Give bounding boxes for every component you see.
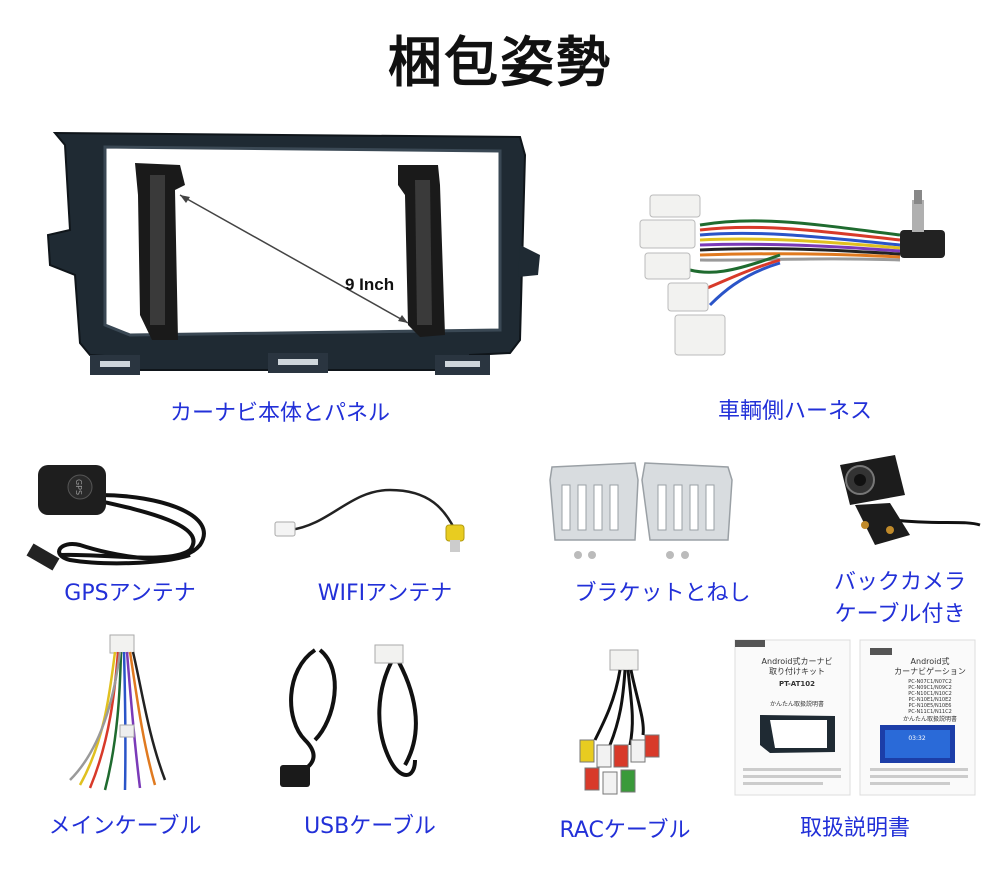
item-wifi-antenna: WIFIアンテナ (270, 470, 500, 615)
item-navi-panel: 9 Inch カーナビ本体とパネル (40, 125, 550, 426)
item-label: 取扱説明書 (799, 816, 910, 841)
item-manuals: Android式カーナビ 取り付けキット PT-AT102 かんたん取扱説明書 … (734, 639, 976, 845)
manual2-title-1: Android式 (911, 656, 950, 666)
page-title: 梱包姿勢 (388, 31, 612, 94)
item-rac-cable: RACケーブル (525, 640, 725, 845)
item-label: カーナビ本体とパネル (169, 401, 390, 426)
item-brackets-screws: ブラケットとねし (540, 455, 785, 615)
item-label: メインケーブル (48, 814, 202, 839)
harness-image (639, 190, 945, 356)
navi-panel-image (46, 131, 540, 375)
item-gps-antenna: GPS GPSアンテナ (20, 455, 240, 615)
item-label: USBケーブル (304, 814, 436, 839)
manual2-screen-time: 03:32 (908, 735, 925, 742)
manual1-model: PT-AT102 (779, 680, 815, 688)
main-cable-image (69, 634, 167, 791)
item-back-camera: バックカメラ ケーブル付き (815, 445, 985, 635)
item-label: GPSアンテナ (64, 581, 196, 606)
manual1-title-1: Android式カーナビ (762, 656, 833, 666)
manual2-model-6: PC-N11C1/N11C2 (908, 709, 952, 715)
item-label: RACケーブル (559, 818, 691, 843)
usb-cable-image (280, 644, 418, 787)
manual2-model-1: PC-N07C1/N07C2 (908, 679, 952, 685)
item-label: バックカメラ ケーブル付き (833, 570, 966, 627)
manual2-title-2: カーナビゲーション (894, 666, 966, 676)
manual2-model-3: PC-N10C1/N10C2 (908, 691, 952, 697)
manual2-model-2: PC-N09C1/N09C2 (908, 685, 952, 691)
item-label: ブラケットとねし (574, 581, 751, 606)
wifi-antenna-image (274, 488, 465, 552)
gps-antenna-image: GPS (26, 465, 206, 571)
item-label: WIFIアンテナ (317, 581, 453, 606)
manual2-model-4: PC-N10E1/N10E2 (909, 697, 952, 703)
manual1-subtitle: かんたん取扱説明書 (770, 700, 824, 708)
item-vehicle-harness: 車輌側ハーネス (620, 175, 970, 435)
size-annotation: 9 Inch (345, 275, 395, 294)
camera-image (840, 455, 981, 545)
gps-icon-text: GPS (74, 479, 83, 495)
manual2-model-5: PC-N10E5/N10E6 (909, 703, 952, 709)
item-label: 車輌側ハーネス (717, 399, 872, 424)
manual2-subtitle: かんたん取扱説明書 (903, 715, 957, 723)
rac-cable-image (579, 649, 660, 795)
item-main-cable: メインケーブル (30, 630, 220, 845)
manual1-title-2: 取り付けキット (769, 666, 825, 676)
manuals-image: Android式カーナビ 取り付けキット PT-AT102 かんたん取扱説明書 … (734, 639, 976, 796)
item-usb-cable: USBケーブル (275, 630, 465, 845)
brackets-image (549, 462, 733, 559)
